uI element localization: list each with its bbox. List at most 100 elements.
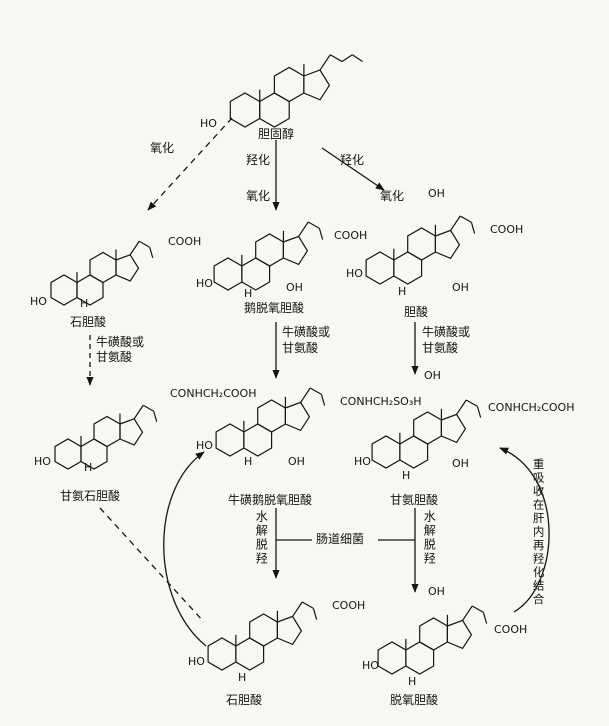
label-conj-mid-2: 甘氨酸 — [282, 341, 319, 355]
glycolithocholic-ring-a — [54, 438, 82, 470]
taurocdca-side-chain-2 — [309, 387, 322, 395]
lithocholic-top-side-chain-3 — [149, 247, 154, 258]
label-glycolithocholic-acid: 甘氨石胆酸 — [60, 489, 121, 503]
glycocholic-side-chain — [456, 399, 467, 415]
group-h-cdca: H — [244, 287, 253, 300]
label-conj-left-2: 甘氨酸 — [96, 350, 133, 364]
deoxycholic-ring-d — [446, 619, 473, 650]
group-h-taurocdca: H — [244, 455, 253, 468]
deoxycholic-side-chain-2 — [471, 605, 484, 613]
label-conj-right-2: 甘氨酸 — [422, 341, 459, 355]
label-oxidation-left: 氧化 — [150, 141, 175, 155]
taurocdca-ring-c — [257, 399, 286, 433]
glycolithocholic-side-chain-3 — [153, 411, 158, 422]
label-lithocholic-acid-bottom: 石胆酸 — [226, 693, 263, 707]
label-chenodeoxycholic-acid: 鹅脱氧胆酸 — [244, 301, 305, 315]
glycocholic-ring-b — [399, 435, 429, 469]
group-cooh-deoxycholic: COOH — [494, 623, 528, 636]
glycolithocholic-side-chain-2 — [142, 404, 155, 412]
taurocdca-ring-d — [284, 401, 311, 432]
glycolithocholic-ring-d — [119, 418, 144, 446]
group-oh-glycocholic-top: OH — [424, 369, 441, 382]
group-cooh-cdca: COOH — [334, 229, 368, 242]
lithocholic-top-ring-c — [89, 251, 117, 284]
glycocholic-ring-a — [371, 435, 401, 469]
cholic-ring-b — [393, 251, 423, 285]
cdca-ring-a — [213, 257, 243, 291]
cholic-side-chain-3 — [470, 222, 476, 234]
group-ho-cholesterol: HO — [200, 117, 217, 130]
lithocholic-top-side-chain — [129, 240, 140, 256]
cholic-ring-a — [365, 251, 395, 285]
arrow-oxidation-left — [147, 117, 233, 211]
lithocholic-bottom-side-chain-2 — [301, 601, 314, 609]
cholesterol-side-chain-3 — [341, 54, 353, 63]
group-cooh-litho-top: COOH — [168, 235, 202, 248]
label-hydrolysis-right: 水解脱羟 — [422, 510, 437, 566]
label-hydroxylation-right: 羟化 — [340, 153, 365, 167]
cholesterol-side-chain-4 — [352, 54, 363, 63]
group-h-litho-top: H — [80, 297, 89, 310]
group-oh-cdca: OH — [286, 281, 303, 294]
label-lithocholic-acid-top: 石胆酸 — [70, 315, 107, 329]
group-conhch2so3h: CONHCH₂SO₃H — [340, 395, 422, 408]
taurocdca-side-chain-3 — [320, 394, 326, 406]
cdca-side-chain-2 — [307, 221, 320, 229]
group-oh-taurocdca: OH — [288, 455, 305, 468]
label-glycocholic-acid: 甘氨胆酸 — [390, 493, 439, 507]
recycle-arrow-left — [163, 451, 207, 647]
group-h-cholic: H — [398, 285, 407, 298]
label-gut-bacteria: 肠道细菌 — [316, 532, 365, 546]
group-ho-taurocdca: HO — [196, 439, 213, 452]
group-oh-glycocholic: OH — [452, 457, 469, 470]
deoxycholic-ring-a — [377, 641, 407, 675]
cholesterol-ring-c — [273, 66, 305, 103]
lithocholic-bottom-ring-d — [276, 615, 303, 646]
group-cooh-litho-bottom: COOH — [332, 599, 366, 612]
cholic-ring-d — [434, 229, 461, 260]
cdca-side-chain — [298, 221, 309, 237]
lithocholic-top-ring-d — [115, 254, 140, 282]
label-oxidation-mid: 氧化 — [246, 189, 271, 203]
glycocholic-side-chain-3 — [476, 406, 482, 418]
group-cooh-cholic: COOH — [490, 223, 524, 236]
cdca-ring-b — [241, 257, 271, 291]
group-h-glycocholic: H — [402, 469, 411, 482]
deoxycholic-side-chain — [462, 605, 473, 621]
label-cholesterol: 胆固醇 — [258, 127, 295, 141]
recycle-arrow-right — [499, 447, 550, 613]
group-ho-litho-bottom: HO — [188, 655, 205, 668]
group-h-glycolitho: H — [84, 461, 93, 474]
label-taurochenodeoxycholic-acid: 牛磺鹅脱氧胆酸 — [228, 493, 313, 507]
cholic-ring-c — [407, 227, 436, 261]
group-ho-cdca: HO — [196, 277, 213, 290]
cholic-side-chain — [450, 215, 461, 231]
lithocholic-top-ring-a — [50, 274, 78, 306]
label-deoxycholic-acid: 脱氧胆酸 — [390, 693, 439, 707]
label-hydrolysis-mid: 水解脱羟 — [254, 510, 269, 566]
label-cholic-acid: 胆酸 — [404, 305, 429, 319]
glycolithocholic-side-chain — [133, 404, 144, 420]
cholesterol-side-chain — [319, 54, 331, 71]
dashed-link-left — [99, 507, 205, 623]
cholesterol-ring-a — [229, 92, 261, 128]
glycocholic-side-chain-2 — [465, 399, 478, 407]
deoxycholic-ring-c — [419, 617, 448, 651]
deoxycholic-ring-b — [405, 641, 435, 675]
lithocholic-bottom-ring-a — [207, 637, 237, 671]
label-conj-left-1: 牛磺酸或 — [96, 335, 145, 349]
cholesterol-ring-b — [259, 92, 290, 128]
taurocdca-side-chain — [300, 387, 311, 403]
group-ho-litho-top: HO — [30, 295, 47, 308]
lithocholic-bottom-side-chain — [292, 601, 303, 617]
group-oh-cholic-top: OH — [428, 187, 445, 200]
group-h-litho-bottom: H — [238, 671, 247, 684]
group-oh-cholic: OH — [452, 281, 469, 294]
glycocholic-ring-d — [440, 413, 467, 444]
glycolithocholic-ring-c — [93, 415, 121, 448]
label-reabsorption: 重吸收在肝内再羟化结合 — [531, 458, 546, 607]
arrow-hydroxylation-right — [321, 147, 385, 191]
deoxycholic-side-chain-3 — [482, 612, 488, 624]
label-oxidation-right: 氧化 — [380, 189, 405, 203]
lithocholic-top-side-chain-2 — [138, 240, 151, 248]
